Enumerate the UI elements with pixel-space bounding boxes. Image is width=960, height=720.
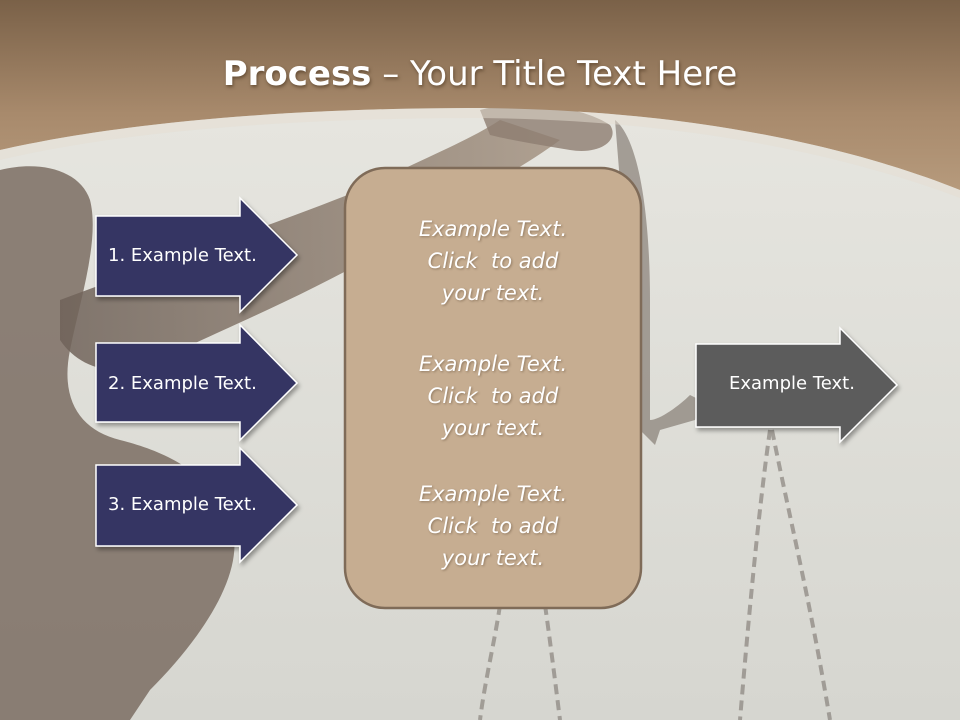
center-line: your text. bbox=[441, 546, 545, 570]
title-bold: Process bbox=[222, 54, 372, 94]
center-process-box[interactable] bbox=[343, 166, 643, 610]
header-highlight bbox=[0, 108, 960, 198]
center-text-block-2: Example Text. Click to add your text. bbox=[345, 348, 641, 444]
center-line: your text. bbox=[441, 281, 545, 305]
title-rest: – Your Title Text Here bbox=[371, 54, 738, 94]
step-arrow-1[interactable] bbox=[95, 196, 299, 314]
center-line: Example Text. bbox=[418, 352, 568, 376]
center-text-block-3: Example Text. Click to add your text. bbox=[345, 478, 641, 574]
center-text-block-1: Example Text. Click to add your text. bbox=[345, 213, 641, 309]
center-line: Example Text. bbox=[418, 217, 568, 241]
center-line: Example Text. bbox=[418, 482, 568, 506]
step-arrow-3[interactable] bbox=[95, 446, 299, 564]
scale-chain-center-2 bbox=[543, 604, 562, 720]
slide-title: Process – Your Title Text Here bbox=[0, 52, 960, 96]
scale-chain-center-1 bbox=[478, 604, 502, 720]
header-banner bbox=[0, 0, 960, 190]
output-arrow[interactable] bbox=[695, 326, 899, 444]
center-line: Click to add bbox=[427, 249, 559, 273]
scale-chain-left-1 bbox=[738, 429, 772, 720]
center-line: Click to add bbox=[427, 514, 559, 538]
scale-chain-left-2 bbox=[770, 429, 832, 720]
output-label: Example Text. bbox=[729, 373, 855, 394]
step-arrow-2[interactable] bbox=[95, 323, 299, 442]
step-label-2: 2. Example Text. bbox=[108, 373, 257, 394]
center-line: Click to add bbox=[427, 384, 559, 408]
statue-figure bbox=[0, 166, 235, 720]
step-label-3: 3. Example Text. bbox=[108, 494, 257, 515]
step-label-1: 1. Example Text. bbox=[108, 245, 257, 266]
center-line: your text. bbox=[441, 416, 545, 440]
